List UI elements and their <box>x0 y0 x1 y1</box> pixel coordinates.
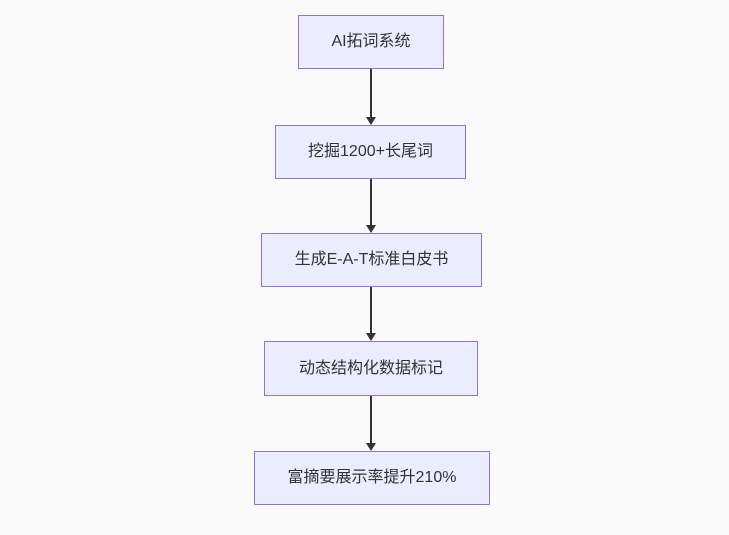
arrowhead-down-icon <box>366 333 376 341</box>
flow-node-eat-whitepaper: 生成E-A-T标准白皮书 <box>261 233 482 287</box>
edge-line <box>370 179 372 226</box>
arrowhead-down-icon <box>366 225 376 233</box>
flow-node-structured-data-markup: 动态结构化数据标记 <box>264 341 478 396</box>
flow-node-longtail-mining: 挖掘1200+长尾词 <box>275 125 466 179</box>
flow-edge-1-2 <box>366 69 376 125</box>
flow-node-label: 生成E-A-T标准白皮书 <box>294 251 449 269</box>
flow-node-label: 富摘要展示率提升210% <box>287 469 457 487</box>
edge-line <box>370 396 372 444</box>
flow-node-label: 挖掘1200+长尾词 <box>308 143 433 161</box>
flow-node-rich-snippet-result: 富摘要展示率提升210% <box>254 451 490 505</box>
flow-node-ai-keyword-system: AI拓词系统 <box>298 15 444 69</box>
edge-line <box>370 287 372 334</box>
edge-line <box>370 69 372 118</box>
flow-edge-2-3 <box>366 179 376 233</box>
arrowhead-down-icon <box>366 443 376 451</box>
flow-node-label: 动态结构化数据标记 <box>298 359 443 377</box>
flow-edge-3-4 <box>366 287 376 341</box>
flow-node-label: AI拓词系统 <box>331 33 411 51</box>
arrowhead-down-icon <box>366 117 376 125</box>
flow-edge-4-5 <box>366 396 376 451</box>
